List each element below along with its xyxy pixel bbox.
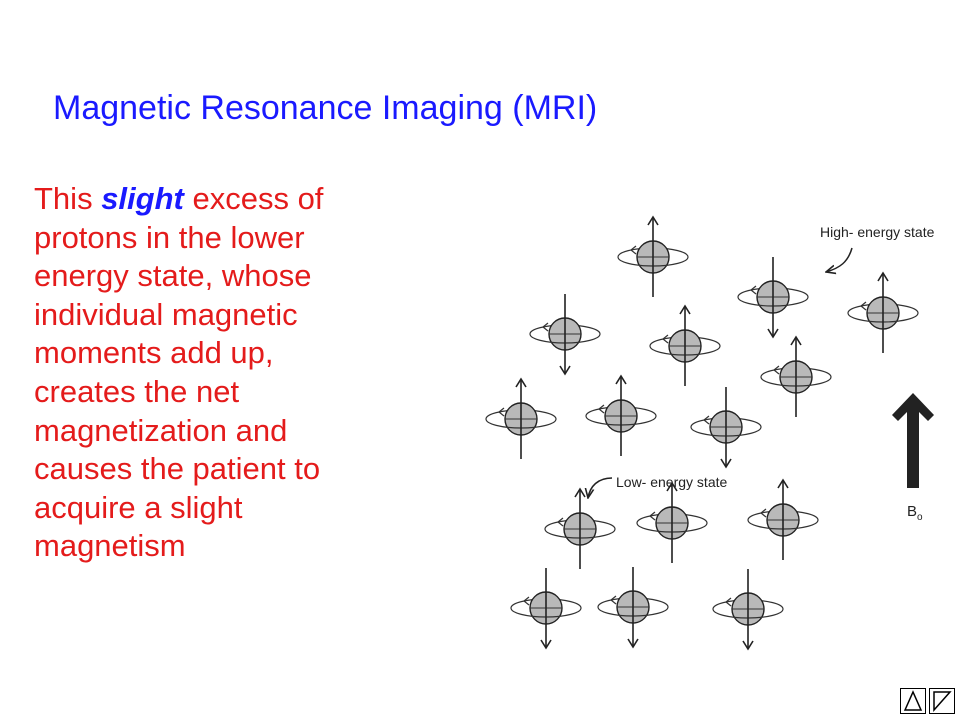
body-line: energy state, whose: [34, 258, 312, 294]
proton-down: [597, 567, 669, 649]
slide-title: Magnetic Resonance Imaging (MRI): [53, 89, 598, 127]
proton-up: [617, 215, 689, 297]
proton-up: [649, 304, 721, 386]
body-line: acquire a slight: [34, 489, 243, 525]
body-line-1: This slight excess of: [34, 181, 324, 216]
back-button[interactable]: [900, 688, 926, 714]
proton-up: [760, 335, 832, 417]
proton-group: [485, 215, 919, 651]
proton-down: [529, 294, 601, 376]
emphasis-slight: slight: [101, 181, 184, 216]
proton-up: [485, 377, 557, 459]
return-button[interactable]: [929, 688, 955, 714]
proton-down: [737, 257, 809, 339]
body-line: causes the patient to: [34, 451, 321, 487]
proton-down: [510, 568, 582, 650]
body-line: individual magnetic: [34, 296, 298, 332]
body-line: protons in the lower: [34, 219, 305, 255]
proton-down: [690, 387, 762, 469]
proton-up: [544, 487, 616, 569]
high-energy-label: High- energy state: [820, 224, 935, 240]
proton-up: [585, 374, 657, 456]
field-arrow-icon: [892, 393, 934, 488]
high-energy-pointer: [826, 247, 853, 272]
body-line: creates the net: [34, 373, 240, 409]
body-line: magnetism: [34, 528, 186, 564]
proton-up: [747, 478, 819, 560]
proton-down: [712, 569, 784, 651]
return-icon: [933, 691, 952, 712]
proton-up: [636, 481, 708, 563]
body-line: moments add up,: [34, 335, 274, 371]
body-line: magnetization and: [34, 412, 288, 448]
back-arrow-icon: [903, 690, 923, 711]
low-energy-pointer: [588, 477, 613, 498]
body-text: This slight excess of protons in the low…: [34, 180, 474, 566]
low-energy-label: Low- energy state: [616, 474, 727, 490]
proton-up: [847, 271, 919, 353]
proton-spin-diagram: High- energy state Low- energy state Bo: [485, 215, 935, 651]
field-label: Bo: [907, 503, 923, 523]
